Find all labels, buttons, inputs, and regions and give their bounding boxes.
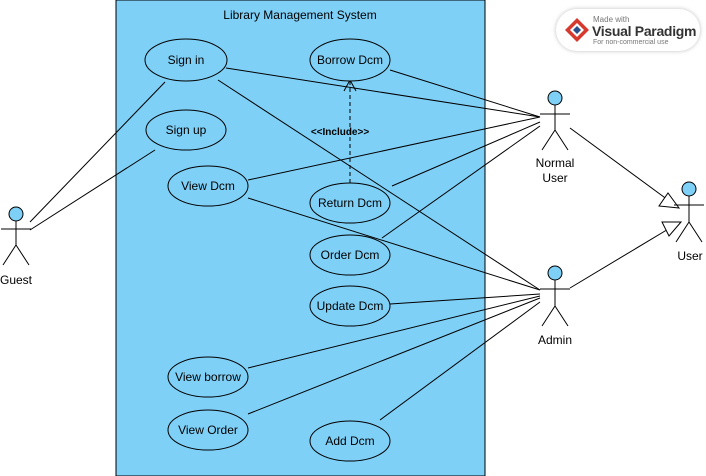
badge-brand-name: Visual Paradigm xyxy=(592,23,697,39)
actor-normal-user[interactable] xyxy=(540,90,570,151)
assoc-return-normal-user xyxy=(391,121,541,187)
use-case-label: Sign up xyxy=(166,123,207,137)
use-case-label: Add Dcm xyxy=(325,434,374,448)
actor-head xyxy=(547,90,563,106)
use-case-label: Update Dcm xyxy=(317,299,384,313)
use-case-view-dcm[interactable]: View Dcm xyxy=(167,165,249,207)
use-case-label: View Dcm xyxy=(181,179,235,193)
generalization-admin xyxy=(569,227,671,289)
actor-label-admin: Admin xyxy=(538,333,572,347)
assoc-update-admin xyxy=(389,293,541,305)
use-case-borrow-dcm[interactable]: Borrow Dcm xyxy=(309,38,391,82)
use-case-update-dcm[interactable]: Update Dcm xyxy=(309,285,391,327)
actor-head xyxy=(8,206,24,222)
actor-label-normal-user-line1: Normal xyxy=(536,156,575,170)
actor-label-user: User xyxy=(677,249,702,263)
use-case-return-dcm[interactable]: Return Dcm xyxy=(309,182,391,224)
assoc-view-dcm-admin xyxy=(247,197,541,291)
generalization-normal-user xyxy=(569,127,669,201)
generalization-arrowhead-normal-user xyxy=(658,192,681,209)
actor-head xyxy=(547,265,563,281)
assoc-view-order-admin xyxy=(247,297,541,415)
badge-made-with: Made with xyxy=(593,15,630,24)
assoc-sign-in-normal-user xyxy=(225,67,541,118)
assoc-view-borrow-admin xyxy=(247,295,541,369)
include-label: <<Include>> xyxy=(311,127,370,138)
visual-paradigm-logo-icon xyxy=(565,18,589,42)
assoc-order-normal-user xyxy=(381,125,541,239)
use-case-view-borrow[interactable]: View borrow xyxy=(167,356,249,398)
use-case-label: Borrow Dcm xyxy=(317,53,383,67)
associations xyxy=(29,67,671,421)
use-case-order-dcm[interactable]: Order Dcm xyxy=(309,234,391,276)
use-case-sign-in[interactable]: Sign in xyxy=(144,38,228,82)
assoc-view-dcm-normal-user xyxy=(247,116,541,181)
use-case-label: Return Dcm xyxy=(318,196,382,210)
system-title: Library Management System xyxy=(223,8,376,22)
use-case-view-order[interactable]: View Order xyxy=(167,409,249,451)
visual-paradigm-badge: Made with Visual Paradigm For non-commer… xyxy=(556,9,700,51)
assoc-add-admin xyxy=(379,301,541,421)
badge-subtitle: For non-commercial use xyxy=(593,39,669,46)
assoc-sign-in-admin xyxy=(217,79,541,291)
actor-guest[interactable] xyxy=(1,206,31,266)
use-case-add-dcm[interactable]: Add Dcm xyxy=(309,420,391,462)
use-case-label: View Order xyxy=(178,423,238,437)
assoc-guest-sign-in xyxy=(29,81,166,223)
use-case-sign-up[interactable]: Sign up xyxy=(145,109,227,151)
actor-label-normal-user-line2: User xyxy=(542,171,567,185)
assoc-borrow-normal-user xyxy=(389,69,541,118)
use-case-label: Sign in xyxy=(168,53,205,67)
generalization-arrowhead-admin xyxy=(661,221,683,237)
use-case-label: Order Dcm xyxy=(321,248,380,262)
use-case-label: View borrow xyxy=(175,370,241,384)
actor-admin[interactable] xyxy=(540,265,570,327)
actor-user[interactable] xyxy=(674,181,704,243)
assoc-guest-sign-up xyxy=(29,149,156,231)
actor-head xyxy=(681,181,697,197)
actor-label-guest: Guest xyxy=(0,273,33,287)
